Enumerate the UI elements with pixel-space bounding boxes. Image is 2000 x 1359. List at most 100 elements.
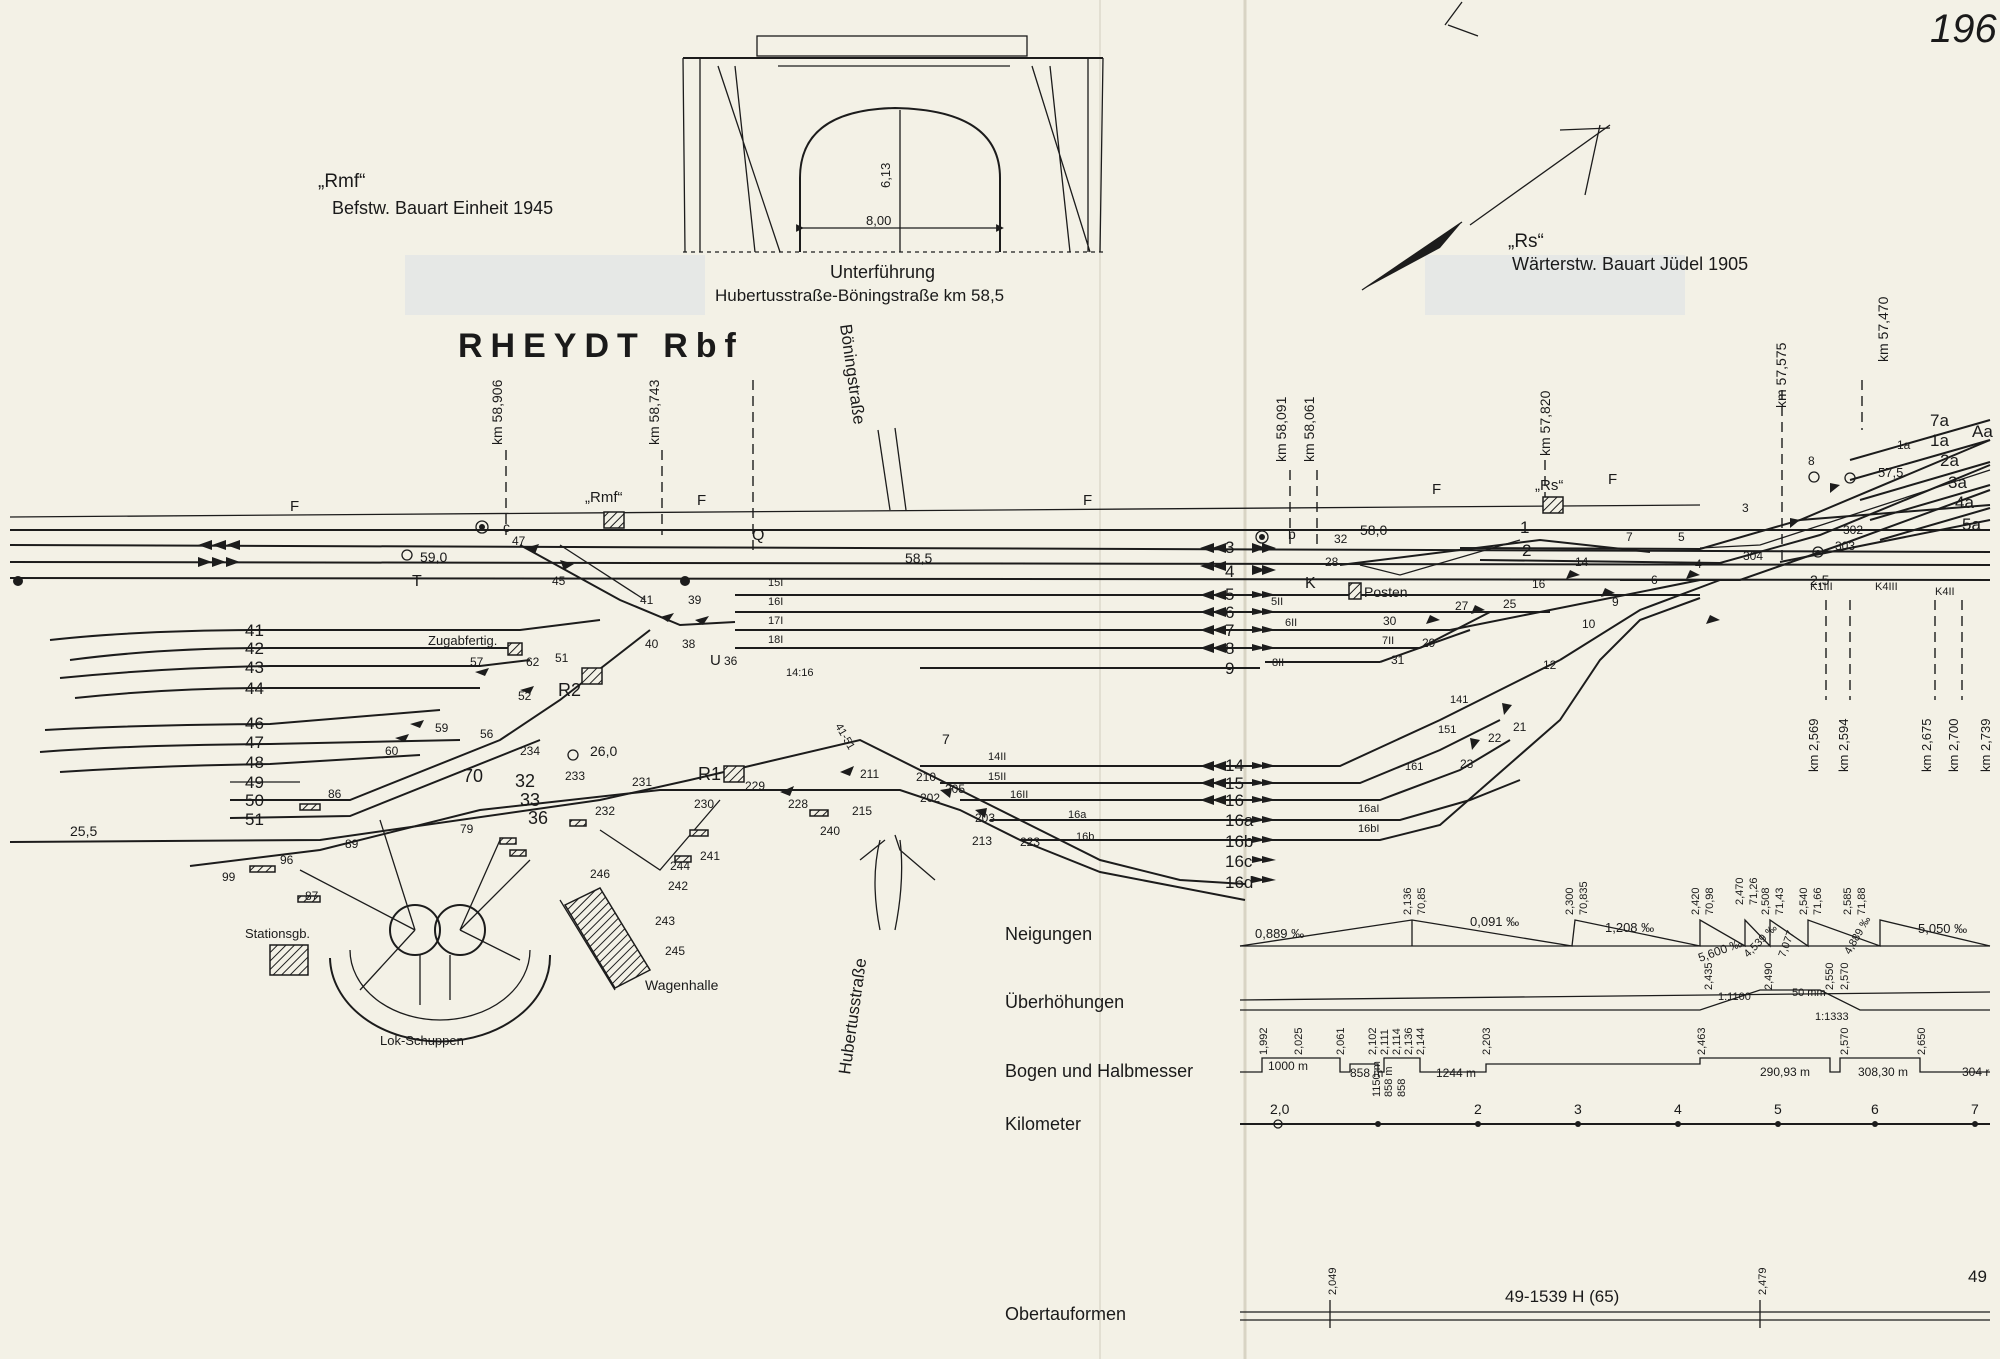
switch-label: 245 bbox=[665, 944, 685, 958]
label-r1: R1 bbox=[698, 764, 721, 784]
track-group-middle: 3 4 5 6 7 8 9 1 2 bbox=[735, 518, 1701, 678]
gradient: 7,077 bbox=[1777, 929, 1798, 959]
switch-label: 302 bbox=[1843, 523, 1863, 537]
station-title: RHEYDT Rbf bbox=[458, 327, 744, 365]
switch-label: 10 bbox=[1582, 617, 1596, 631]
neig-point: 2,300 bbox=[1564, 887, 1576, 915]
label-c: c bbox=[503, 519, 510, 535]
switch-label: 27 bbox=[1455, 599, 1469, 613]
switch-label: 203 bbox=[975, 811, 995, 825]
track-number: 16d bbox=[1225, 873, 1253, 892]
track-number: 5 bbox=[1225, 585, 1234, 604]
bridge-elevation: 8,00 6,13 bbox=[682, 35, 1104, 253]
switch-frogs bbox=[395, 483, 1840, 818]
signalbox-rmf bbox=[603, 511, 625, 529]
switch-label: 202 bbox=[920, 791, 940, 805]
track-number: 44 bbox=[245, 679, 264, 698]
label-b: b bbox=[1288, 526, 1296, 542]
track-number: 3 bbox=[1225, 538, 1234, 557]
switch-label: 210 bbox=[916, 770, 936, 784]
label-posten: Posten bbox=[1364, 584, 1408, 600]
signal-label: 151 bbox=[1438, 724, 1456, 736]
switch-label: 6 bbox=[1651, 573, 1658, 587]
cant-label: 50 mm bbox=[1792, 987, 1826, 999]
switch-labels-right: 32 28 14 7 5 4 304 16 25 27 9 6 10 30 29… bbox=[1325, 438, 1911, 771]
track-number: 16c bbox=[1225, 852, 1253, 871]
track-number: 49 bbox=[245, 773, 264, 792]
switch-label: 223 bbox=[1020, 835, 1040, 849]
switch-label: 232 bbox=[595, 804, 615, 818]
switch-label: 303 bbox=[1835, 539, 1855, 553]
switch-label: 47 bbox=[512, 534, 526, 548]
signal-label: 161 bbox=[1405, 761, 1423, 773]
signalbox-rs bbox=[1542, 496, 1564, 514]
paper-shade bbox=[405, 255, 705, 315]
bridge-height: 6,13 bbox=[878, 163, 893, 188]
switch-label: 8 bbox=[1808, 454, 1815, 468]
label-r2: R2 bbox=[558, 680, 581, 700]
track-number: 3a bbox=[1948, 473, 1967, 492]
switch-label: 12 bbox=[1543, 658, 1557, 672]
track-number: 2a bbox=[1940, 451, 1959, 470]
track-number: 4 bbox=[1225, 562, 1234, 581]
signals-left: 15I 16I 17I 18I 14:16 41-51 14II 15II 16… bbox=[768, 577, 1094, 843]
gradient: 5,600 ‰ bbox=[1696, 936, 1743, 965]
track-number: 15 bbox=[1225, 774, 1244, 793]
track-number: 46 bbox=[245, 714, 264, 733]
signal-label: 16I bbox=[768, 596, 783, 608]
switch-label: 57 bbox=[470, 655, 484, 669]
radius: 858 bbox=[1396, 1079, 1408, 1097]
track-number: 2 bbox=[1522, 541, 1531, 560]
bogen-point: 2,061 bbox=[1335, 1027, 1347, 1055]
bridge-width: 8,00 bbox=[866, 213, 891, 228]
km-marker: km 57,575 bbox=[1773, 342, 1789, 408]
km-marker: km 58,906 bbox=[489, 379, 505, 445]
neig-point: 70,98 bbox=[1704, 887, 1716, 915]
fence-label: F bbox=[697, 492, 706, 509]
switch-label: 60 bbox=[385, 744, 399, 758]
lok-schuppen bbox=[269, 819, 552, 1043]
switch-label: 32 bbox=[1334, 532, 1348, 546]
switch-label: 9 bbox=[1612, 595, 1619, 609]
switch-label: 40 bbox=[645, 637, 659, 651]
track-number: 41 bbox=[245, 621, 264, 640]
switch-label: 211 bbox=[860, 767, 879, 781]
km-marker-low: km 2,569 bbox=[1806, 719, 1821, 772]
km-575: 57,5 bbox=[1878, 465, 1903, 480]
scribble bbox=[1444, 1, 1479, 37]
switch-label: 304 bbox=[1743, 549, 1763, 563]
fence-label: F bbox=[1083, 492, 1092, 509]
track-36: 36 bbox=[528, 808, 548, 828]
signal-label: 5II bbox=[1271, 596, 1283, 608]
track-number: 4a bbox=[1955, 493, 1974, 512]
neig-point: 2,508 bbox=[1760, 887, 1772, 915]
neig-point: 2,420 bbox=[1690, 887, 1702, 915]
gradient: 5,050 ‰ bbox=[1918, 921, 1967, 936]
track-number: 5a bbox=[1962, 515, 1981, 534]
main-tracks bbox=[9, 439, 1991, 627]
radius: 858 m bbox=[1383, 1066, 1395, 1097]
track-group-right: 7a 1a 2a 3a 4a 5a Aa bbox=[1849, 411, 1993, 541]
switch-label: 86 bbox=[328, 787, 342, 801]
switch-label: 21 bbox=[1513, 720, 1527, 734]
switch-label: 59 bbox=[435, 721, 449, 735]
neig-point: 71,43 bbox=[1774, 887, 1786, 915]
paper-shade bbox=[1425, 255, 1685, 315]
street-edge bbox=[877, 427, 907, 511]
track-number: 14 bbox=[1225, 756, 1244, 775]
signal-label: 15II bbox=[988, 771, 1006, 783]
track-number: 1a bbox=[1930, 431, 1949, 450]
ober-point: 2,049 bbox=[1327, 1267, 1339, 1295]
bogen-point: 2,570 bbox=[1839, 1027, 1851, 1055]
track-32: 32 bbox=[515, 771, 535, 791]
building-r1 bbox=[723, 765, 745, 783]
switch-label: 31 bbox=[1391, 653, 1405, 667]
track-number: Aa bbox=[1972, 422, 1993, 441]
direction-arrows-mid bbox=[1200, 543, 1276, 883]
switch-label: 25 bbox=[1503, 597, 1517, 611]
switch-label: 38 bbox=[682, 637, 696, 651]
switch-label: 4 bbox=[1695, 557, 1702, 571]
track-number: 47 bbox=[245, 733, 264, 752]
switch-label: 233 bbox=[565, 769, 585, 783]
neig-point: 70,85 bbox=[1416, 887, 1428, 915]
